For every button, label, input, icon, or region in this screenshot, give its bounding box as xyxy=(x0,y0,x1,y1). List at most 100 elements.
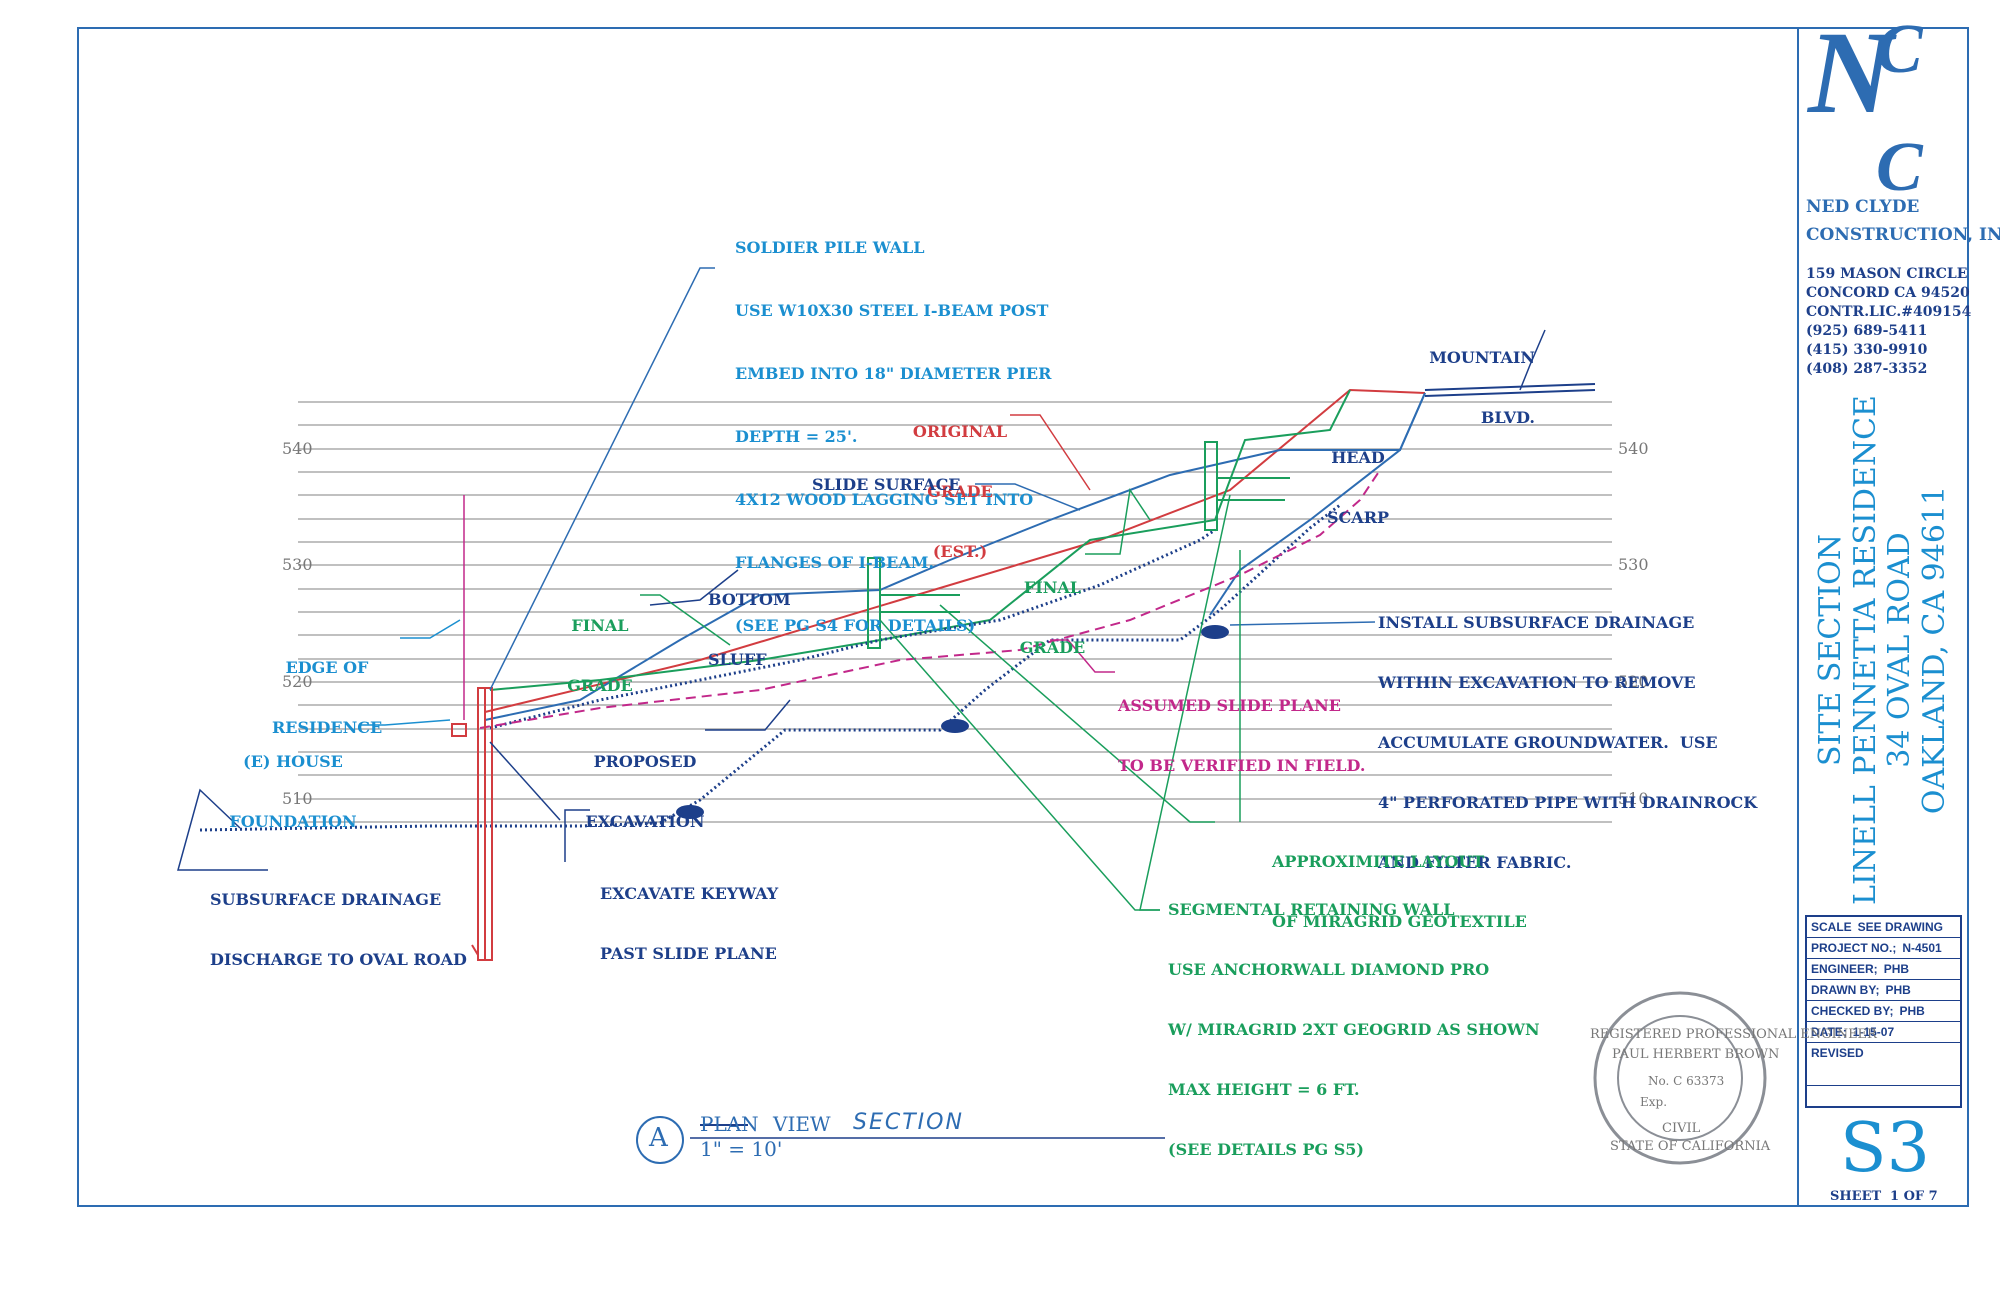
house-foundation-label: (E) HOUSE FOUNDATION xyxy=(228,712,358,852)
elev-right-530: 530 xyxy=(1618,555,1649,574)
subsurface-drainage-note: INSTALL SUBSURFACE DRAINAGE WITHIN EXCAV… xyxy=(1378,573,1757,893)
label-line: BLVD. xyxy=(1480,408,1535,427)
note-line: AND FILTER FABRIC. xyxy=(1378,853,1572,872)
label-line: RESIDENCE xyxy=(272,718,383,737)
section-bubble xyxy=(636,1116,684,1164)
company-name-line2: CONSTRUCTION, INC. xyxy=(1806,225,2000,245)
note-line: 4" PERFORATED PIPE WITH DRAINROCK xyxy=(1378,793,1758,812)
section-view-text: VIEW xyxy=(773,1112,831,1136)
checked-label: CHECKED BY; xyxy=(1811,1004,1894,1018)
scale-value: SEE DRAWING xyxy=(1857,920,1944,934)
seal-number: No. C 63373 xyxy=(1648,1074,1725,1088)
label-line: FINAL xyxy=(571,616,629,635)
scale-label: SCALE xyxy=(1811,920,1852,934)
note-line: INSTALL SUBSURFACE DRAINAGE xyxy=(1378,613,1695,632)
drainage-discharge-note: SUBSURFACE DRAINAGE DISCHARGE TO OVAL RO… xyxy=(210,850,467,990)
note-line: EXCAVATE KEYWAY xyxy=(600,884,779,903)
note-line: ACCUMULATE GROUNDWATER. USE xyxy=(1378,733,1718,752)
segmental-wall-note: SEGMENTAL RETAINING WALL USE ANCHORWALL … xyxy=(1168,860,1540,1180)
revised-row: REVISED xyxy=(1807,1043,1960,1086)
svg-text:N: N xyxy=(1806,7,1897,138)
drawn-row: DRAWN BY;PHB xyxy=(1807,980,1960,1001)
company-phone-3: (408) 287-3352 xyxy=(1806,361,1928,377)
engineer-row: ENGINEER;PHB xyxy=(1807,959,1960,980)
note-line: 4X12 WOOD LAGGING SET INTO xyxy=(735,490,1034,509)
project-title-block: SITE SECTION LINELL PENNETTA RESIDENCE 3… xyxy=(1798,390,1968,910)
slide-surface-line xyxy=(484,392,1426,721)
sheet-label: SHEET xyxy=(1830,1189,1882,1204)
assumed-slide-plane-label: ASSUMED SLIDE PLANE TO BE VERIFIED IN FI… xyxy=(1118,656,1365,796)
note-line: OF MIRAGRID GEOTEXTILE xyxy=(1272,912,1527,931)
label-line: GRADE xyxy=(1019,638,1086,657)
date-label: DATE; xyxy=(1811,1025,1847,1039)
note-line: MAX HEIGHT = 6 FT. xyxy=(1168,1080,1360,1099)
bottom-sluff-label: BOTTOM SLUFF xyxy=(708,550,791,690)
svg-text:C: C xyxy=(1876,11,1924,88)
company-name-line1: NED CLYDE xyxy=(1806,197,1920,217)
label-line: FOUNDATION xyxy=(229,812,357,831)
seal-exp: Exp. xyxy=(1640,1095,1668,1109)
note-line: SUBSURFACE DRAINAGE xyxy=(210,890,442,909)
final-grade-right-label: FINAL GRADE xyxy=(1010,538,1095,678)
elev-left-530: 530 xyxy=(282,555,313,574)
head-scarp-line xyxy=(1209,392,1426,616)
project-title-line4: OAKLAND, CA 94611 xyxy=(1916,485,1952,815)
original-grade-label: ORIGINAL GRADE (EST.) xyxy=(910,382,1010,582)
note-line: DISCHARGE TO OVAL ROAD xyxy=(210,950,467,969)
elev-right-540: 540 xyxy=(1618,439,1649,458)
elev-right-520: 520 xyxy=(1618,672,1649,691)
note-line: PAST SLIDE PLANE xyxy=(600,944,777,963)
label-line: SCARP xyxy=(1326,508,1390,527)
proposed-excavation-label: PROPOSED EXCAVATION xyxy=(580,712,710,852)
project-row: PROJECT NO.;N-4501 xyxy=(1807,938,1960,959)
label-line: SLUFF xyxy=(708,650,767,669)
company-address-line1: 159 MASON CIRCLE xyxy=(1806,266,1968,282)
project-label: PROJECT NO.; xyxy=(1811,941,1897,955)
section-handwritten-text: SECTION xyxy=(853,1110,964,1135)
company-license: CONTR.LIC.#409154 xyxy=(1806,304,1972,320)
elev-right-510: 510 xyxy=(1618,789,1649,808)
mountain-blvd-road xyxy=(1424,383,1596,397)
note-line: FLANGES OF I-BEAM. xyxy=(735,553,935,572)
seal-top-text: REGISTERED PROFESSIONAL ENGINEER xyxy=(1590,1027,1877,1042)
drawn-label: DRAWN BY; xyxy=(1811,983,1880,997)
label-line: MOUNTAIN xyxy=(1429,348,1535,367)
revised-label: REVISED xyxy=(1811,1046,1864,1060)
proposed-excavation-line xyxy=(199,503,1341,832)
label-line: (E) HOUSE xyxy=(243,752,343,771)
label-line: EDGE OF xyxy=(285,658,369,677)
elev-left-510: 510 xyxy=(282,789,313,808)
final-grade-left-label: FINAL GRADE xyxy=(560,576,640,716)
slide-surface-label: SLIDE SURFACE xyxy=(812,475,961,494)
label-line: ASSUMED SLIDE PLANE xyxy=(1118,696,1341,715)
soldier-pile-wall xyxy=(451,687,493,961)
label-line: GRADE xyxy=(567,676,633,695)
company-logo: N C C xyxy=(1806,7,1924,206)
keyway-note: EXCAVATE KEYWAY PAST SLIDE PLANE xyxy=(600,844,778,984)
label-line: FINAL xyxy=(1023,578,1082,597)
engineer-value: PHB xyxy=(1883,962,1910,976)
label-line: TO BE VERIFIED IN FIELD. xyxy=(1118,756,1366,775)
seal-discipline: CIVIL xyxy=(1662,1121,1701,1136)
head-scarp-label: HEAD SCARP xyxy=(1318,408,1398,548)
excavation-cut-line xyxy=(489,528,1216,730)
miragrid-layout-note: APPROXIMITE LAYOUT OF MIRAGRID GEOTEXTIL… xyxy=(1272,812,1527,952)
checked-row: CHECKED BY; PHB xyxy=(1807,1001,1960,1022)
label-line: GRADE xyxy=(927,482,993,501)
svg-text:C: C xyxy=(1876,129,1924,206)
note-line: USE ANCHORWALL DIAMOND PRO xyxy=(1168,960,1490,979)
elev-left-520: 520 xyxy=(282,672,313,691)
checked-value: PHB xyxy=(1899,1004,1925,1018)
company-address-line2: CONCORD CA 94520 xyxy=(1806,285,1970,301)
note-line: SOLDIER PILE WALL xyxy=(735,238,925,257)
date-value: 1-15-07 xyxy=(1852,1025,1895,1039)
blank-row xyxy=(1807,1086,1960,1106)
note-line: SEGMENTAL RETAINING WALL xyxy=(1168,900,1455,919)
label-line: (EST.) xyxy=(932,542,988,561)
section-struck-text: PLAN xyxy=(700,1112,759,1136)
project-title-line3: 34 OVAL ROAD xyxy=(1882,532,1917,768)
note-line: (SEE DETAILS PG S5) xyxy=(1168,1140,1364,1159)
label-line: BOTTOM xyxy=(708,590,791,609)
company-phone-1: (925) 689-5411 xyxy=(1806,323,1928,339)
scale-row: SCALE SEE DRAWING xyxy=(1807,917,1960,938)
